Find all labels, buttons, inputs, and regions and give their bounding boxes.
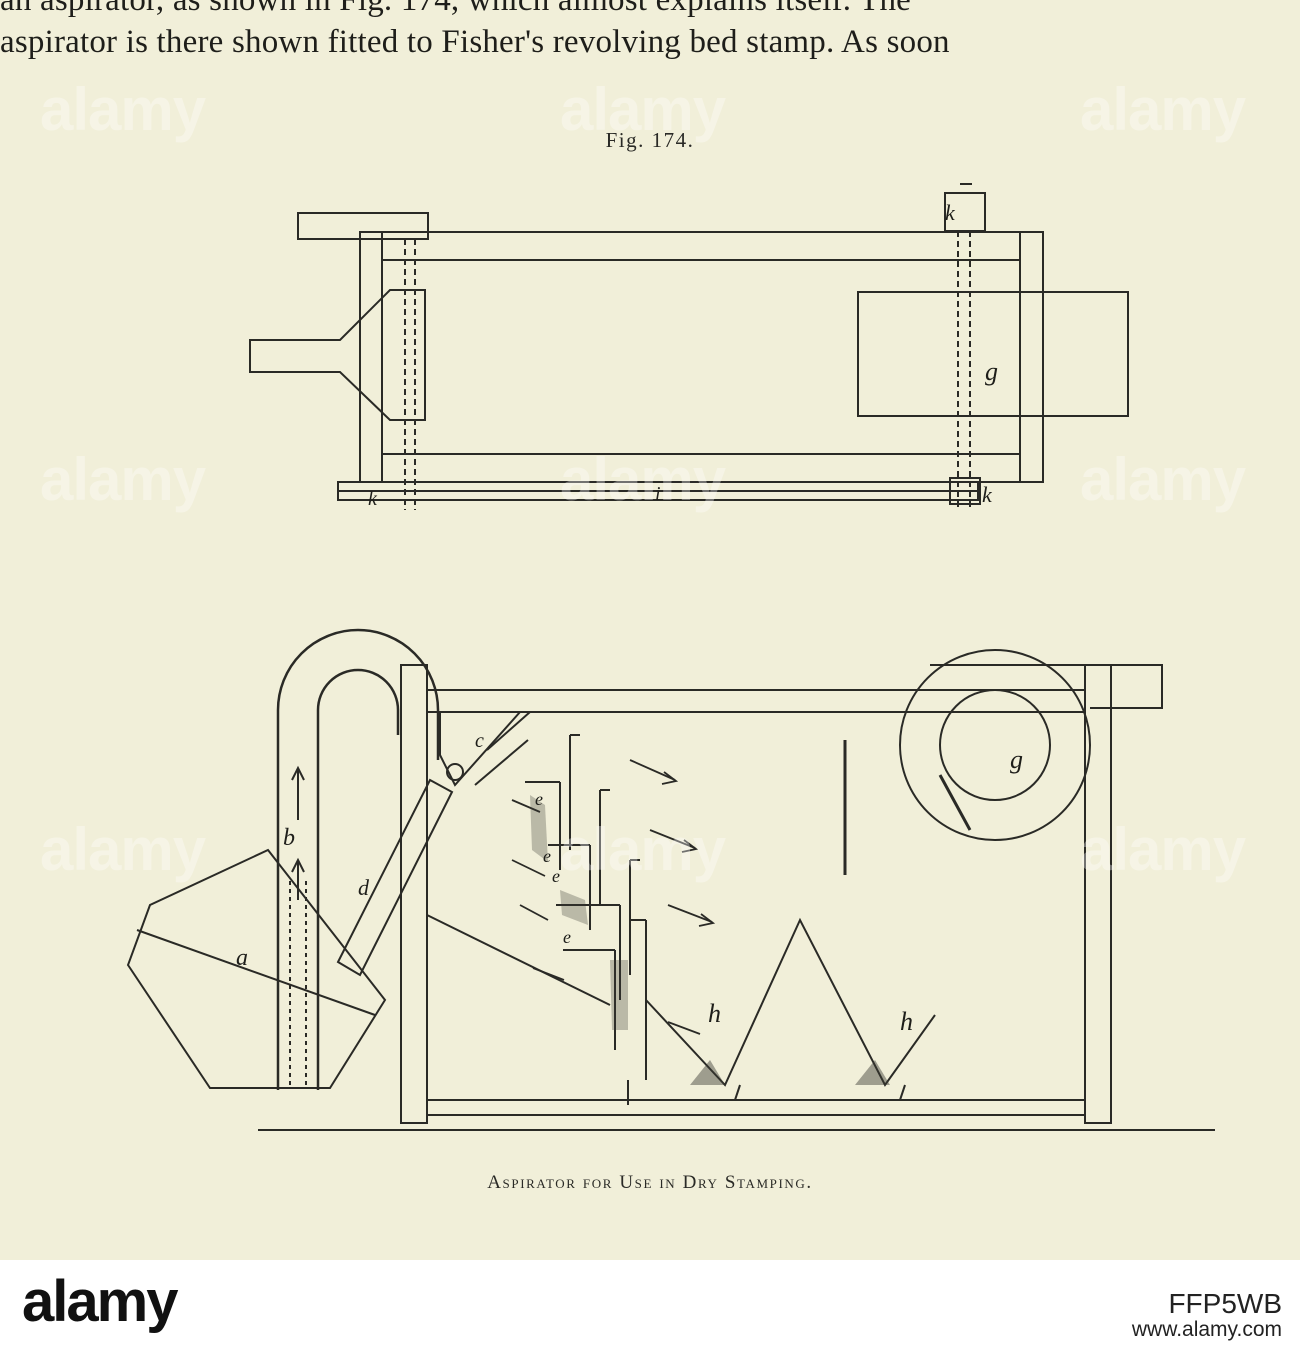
- watermark: alamy: [1080, 816, 1246, 883]
- watermark: alamy: [40, 816, 206, 883]
- figure-label: Fig. 174.: [605, 128, 695, 152]
- letter-e-4: e: [563, 927, 571, 947]
- watermark: alamy: [1080, 76, 1246, 143]
- letter-d: d: [358, 875, 370, 900]
- letter-g-bottom: g: [1010, 745, 1023, 774]
- watermark: alamy: [40, 76, 206, 143]
- figure-caption: Aspirator for Use in Dry Stamping.: [487, 1172, 813, 1193]
- section-view: a b c d e e e e g h h: [126, 628, 1215, 1131]
- alamy-logo: alamy: [22, 1269, 178, 1334]
- stock-footer-bar: alamy FFP5WB www.alamy.com: [0, 1260, 1300, 1348]
- letter-h-2: h: [900, 1007, 913, 1036]
- letter-g-top: g: [985, 357, 998, 386]
- letter-e-3: e: [552, 866, 560, 886]
- watermark: alamy: [40, 446, 206, 513]
- watermark: alamy: [560, 816, 726, 883]
- aspirator-figure: k g i k k: [126, 183, 1215, 1131]
- watermark: alamy: [560, 446, 726, 513]
- letter-k-bottom-right: k: [982, 482, 993, 507]
- letter-a: a: [236, 945, 248, 971]
- top-plan-view: k g i k k: [249, 183, 1129, 510]
- letter-b: b: [283, 825, 295, 851]
- scanned-page: an aspirator, as shown in Fig. 174, whic…: [0, 0, 1300, 1260]
- letter-k-bottom-left: k: [368, 488, 378, 510]
- letter-i-top: i: [655, 483, 661, 505]
- letter-h-1: h: [708, 999, 721, 1028]
- body-text-line-1: an aspirator, as shown in Fig. 174, whic…: [0, 0, 911, 18]
- letter-k-top-right: k: [945, 200, 956, 225]
- watermark: alamy: [1080, 446, 1246, 513]
- letter-e-2: e: [543, 846, 551, 866]
- image-id: FFP5WB: [1168, 1288, 1282, 1319]
- letter-c: c: [475, 730, 484, 752]
- body-text-line-2: aspirator is there shown fitted to Fishe…: [0, 24, 950, 60]
- watermark: alamy: [560, 76, 726, 143]
- site-url: www.alamy.com: [1131, 1318, 1282, 1341]
- letter-e-1: e: [535, 789, 543, 809]
